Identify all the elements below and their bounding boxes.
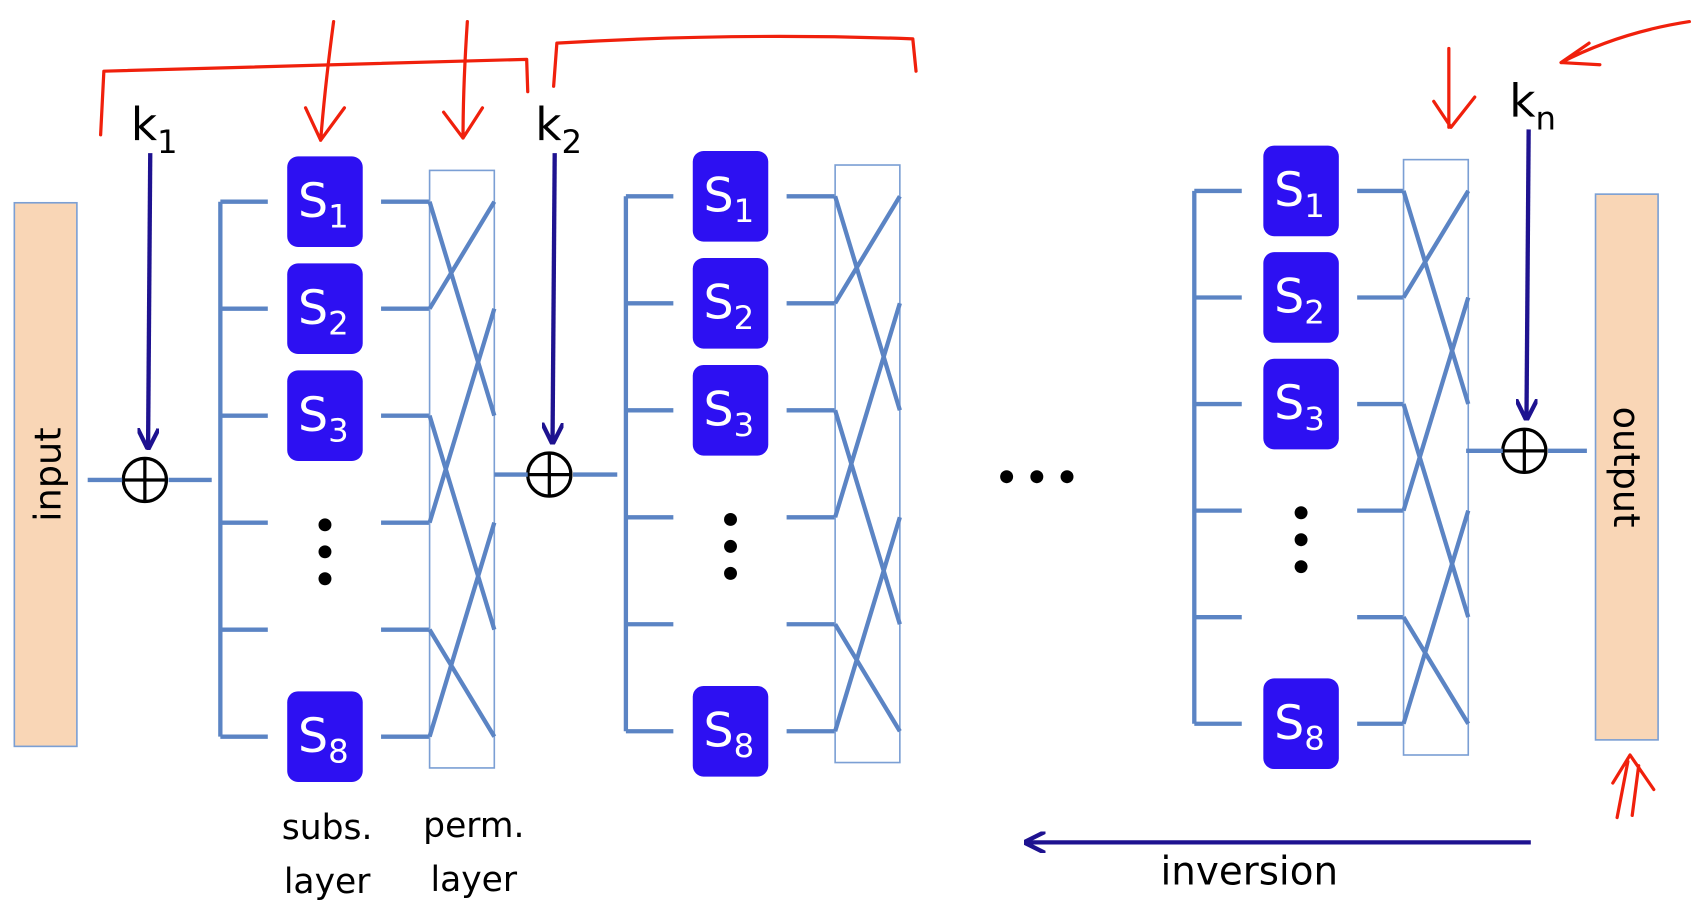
permutation-wire bbox=[1401, 616, 1471, 725]
sbox-label: S8 bbox=[298, 709, 349, 771]
perm-layer-label-2: layer bbox=[431, 860, 518, 900]
permutation-wire bbox=[833, 195, 902, 411]
permutation-wire bbox=[427, 628, 497, 738]
input-label: input bbox=[27, 427, 70, 521]
sbox-label: S1 bbox=[298, 174, 349, 236]
permutation-wire bbox=[833, 623, 902, 733]
perm-layer-label-1: perm. bbox=[423, 806, 524, 846]
xor-icon bbox=[526, 451, 573, 498]
inversion-label: inversion bbox=[1161, 849, 1339, 894]
permutation-wire bbox=[1401, 403, 1471, 618]
permutation-wire bbox=[1401, 509, 1471, 725]
sbox-3: S3 bbox=[287, 370, 363, 461]
ellipsis-dots bbox=[1000, 470, 1074, 484]
permutation-wire bbox=[427, 308, 497, 524]
sbox-2: S2 bbox=[692, 257, 769, 349]
vertical-dots bbox=[1294, 506, 1308, 574]
sbox-8: S8 bbox=[692, 685, 769, 777]
key-arrow bbox=[148, 153, 150, 445]
permutation-box bbox=[1402, 158, 1470, 756]
annotation-bracket-round-1 bbox=[99, 57, 530, 137]
xor-icon bbox=[1501, 427, 1548, 475]
key-label: k1 bbox=[131, 98, 178, 161]
annotation-arrow-key-n bbox=[1559, 19, 1691, 67]
sbox-label: S3 bbox=[298, 388, 349, 450]
sbox-label: S2 bbox=[1274, 270, 1325, 332]
handwritten-annotations bbox=[99, 19, 1691, 820]
permutation-wire bbox=[833, 195, 902, 305]
sbox-2: S2 bbox=[287, 263, 363, 354]
annotation-arrow-last-perm bbox=[1432, 46, 1477, 129]
annotation-bracket-round-2 bbox=[552, 34, 918, 88]
input-block: input bbox=[13, 201, 78, 748]
key-label: kn bbox=[1509, 74, 1556, 137]
permutation-wire bbox=[427, 201, 497, 417]
key-label: k2 bbox=[535, 98, 582, 161]
sbox-1: S1 bbox=[1263, 145, 1339, 237]
sbox-label: S2 bbox=[704, 275, 755, 337]
sbox-3: S3 bbox=[1263, 358, 1339, 450]
permutation-wire bbox=[427, 200, 497, 310]
permutation-box bbox=[428, 169, 496, 769]
permutation-wire bbox=[1401, 190, 1471, 405]
sbox-2: S2 bbox=[1263, 252, 1339, 343]
permutation-box bbox=[834, 164, 901, 764]
sbox-label: S1 bbox=[1274, 163, 1325, 225]
permutation-wire bbox=[833, 409, 902, 625]
permutation-wire bbox=[1401, 189, 1471, 299]
sbox-8: S8 bbox=[1263, 678, 1339, 770]
permutation-wire bbox=[1401, 296, 1471, 512]
vertical-dots bbox=[318, 518, 332, 586]
sbox-label: S1 bbox=[704, 168, 755, 230]
output-block: output bbox=[1594, 193, 1659, 741]
key-arrow bbox=[1527, 129, 1529, 416]
sbox-3: S3 bbox=[692, 364, 769, 456]
permutation-wire bbox=[833, 302, 902, 518]
key-arrow bbox=[553, 153, 555, 440]
sbox-8: S8 bbox=[287, 691, 363, 782]
sbox-label: S3 bbox=[704, 382, 755, 444]
subs-layer-label-2: layer bbox=[284, 862, 371, 902]
permutation-wire bbox=[427, 522, 497, 738]
sbox-label: S3 bbox=[1274, 376, 1325, 438]
vertical-dots bbox=[724, 512, 737, 580]
permutation-wire bbox=[833, 516, 902, 732]
subs-layer-label-1: subs. bbox=[282, 808, 373, 848]
xor-icon bbox=[121, 456, 169, 504]
annotation-arrow-output bbox=[1611, 753, 1656, 820]
sbox-1: S1 bbox=[287, 156, 363, 247]
annotation-arrow-perm bbox=[441, 19, 485, 140]
permutation-wire bbox=[427, 415, 497, 631]
annotation-arrow-subs bbox=[303, 19, 347, 142]
sbox-label: S2 bbox=[298, 281, 349, 343]
sbox-label: S8 bbox=[1274, 696, 1325, 758]
sbox-1: S1 bbox=[692, 151, 769, 242]
output-label: output bbox=[1605, 407, 1648, 528]
sbox-label: S8 bbox=[704, 703, 755, 765]
